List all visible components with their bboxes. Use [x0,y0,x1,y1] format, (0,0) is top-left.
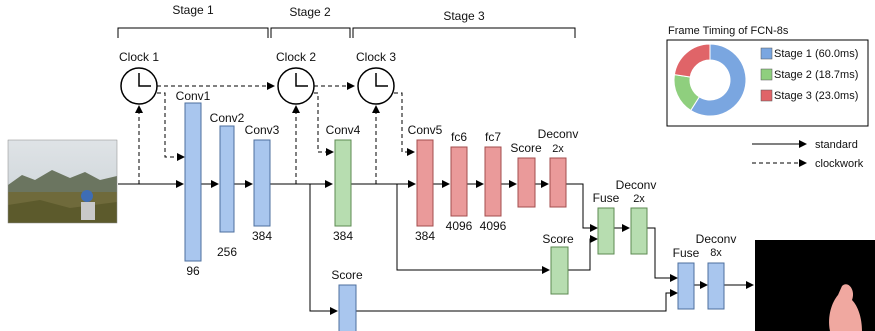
legend-standard-label: standard [815,139,858,151]
score-mid-block [550,246,569,295]
timing-legend-label-3: Stage 3 (23.0ms) [774,90,858,102]
conv3-channels: 384 [252,229,272,243]
stage3-label: Stage 3 [443,9,485,23]
conv5-label: Conv5 [408,123,443,137]
deconv2-block [630,207,648,255]
conv4-channels: 384 [333,229,353,243]
fc6-block [450,146,468,217]
legend: standard clockwork [752,139,864,170]
output-mask [755,240,875,331]
stage2-layers: Conv4 384 [326,123,361,243]
conv1-channels: 96 [186,264,200,278]
clock-2: Clock 2 [276,50,316,105]
conv5-channels: 384 [415,229,435,243]
clock2-hands [295,73,308,87]
timing-legend: Stage 1 (60.0ms) Stage 2 (18.7ms) Stage 3 … [760,47,858,102]
stage1-bracket [117,27,269,38]
clock3-hands [375,73,388,87]
fc7-label: fc7 [485,130,501,144]
conv4-block [334,139,352,227]
fuse1-label: Fuse [593,191,620,205]
timing-legend-label-2: Stage 2 (18.7ms) [774,69,858,81]
deconv2-label: Deconv [616,178,657,192]
score-low-label: Score [331,268,363,282]
timing-legend-label-1: Stage 1 (60.0ms) [774,48,858,60]
score-main-label: Score [510,141,542,155]
donut-slice-1 [690,43,747,117]
score-main-block [517,157,536,208]
clock-3: Clock 3 [356,50,396,105]
clock3-label: Clock 3 [356,50,396,64]
stage1-layers: Conv1 96 Conv2 256 Conv3 384 [176,89,280,278]
deconv1-block [549,157,567,208]
conv4-label: Conv4 [326,123,361,137]
timing-legend-swatch-3 [760,89,773,102]
timing-legend-swatch-2 [760,68,773,81]
deconv3-block [707,262,725,310]
deconv1-label: Deconv [538,127,579,141]
conv1-label: Conv1 [176,89,211,103]
conv3-block [253,139,271,227]
frame-timing-panel: Frame Timing of FCN-8s Stage 1 (60.0ms)S… [666,25,869,127]
stage3-bracket [352,27,576,38]
timing-legend-swatch-1 [760,47,773,60]
stage-brackets: Stage 1 Stage 2 Stage 3 [117,3,576,38]
stage2-label: Stage 2 [289,5,331,19]
input-image [7,139,118,224]
clock-1: Clock 1 [119,50,159,105]
conv2-block [219,125,235,233]
timing-donut [673,43,747,117]
legend-clockwork-label: clockwork [815,158,864,170]
stage3-layers: Conv5 384 fc6 4096 fc7 4096 Score Deconv… [408,123,579,243]
donut-slice-3 [673,43,711,78]
conv1-block [184,102,202,262]
clock1-hands [138,73,151,87]
conv2-channels: 256 [217,245,237,259]
fc6-label: fc6 [451,130,467,144]
standard-connections [118,180,754,315]
fc7-channels: 4096 [480,219,507,233]
clock1-label: Clock 1 [119,50,159,64]
deconv2-factor: 2x [633,193,645,205]
timing-title: Frame Timing of FCN-8s [668,25,789,37]
skip-branch-layers: Fuse Deconv 2x Score Fuse Deconv 8x Scor… [331,178,736,331]
conv3-label: Conv3 [245,123,280,137]
fuse2-label: Fuse [673,246,700,260]
fuse2-block [677,262,695,310]
score-low-block [338,284,357,331]
fc6-channels: 4096 [446,219,473,233]
fuse1-block [597,207,615,255]
conv2-label: Conv2 [210,111,245,125]
deconv3-label: Deconv [696,232,737,246]
stage1-label: Stage 1 [172,3,214,17]
deconv1-factor: 2x [552,143,564,155]
clock2-label: Clock 2 [276,50,316,64]
deconv3-factor: 8x [710,247,722,259]
score-mid-label: Score [542,232,574,246]
fc7-block [484,146,502,217]
stage2-bracket [270,27,351,38]
clockwork-connections [135,82,415,184]
conv5-block [416,139,434,227]
